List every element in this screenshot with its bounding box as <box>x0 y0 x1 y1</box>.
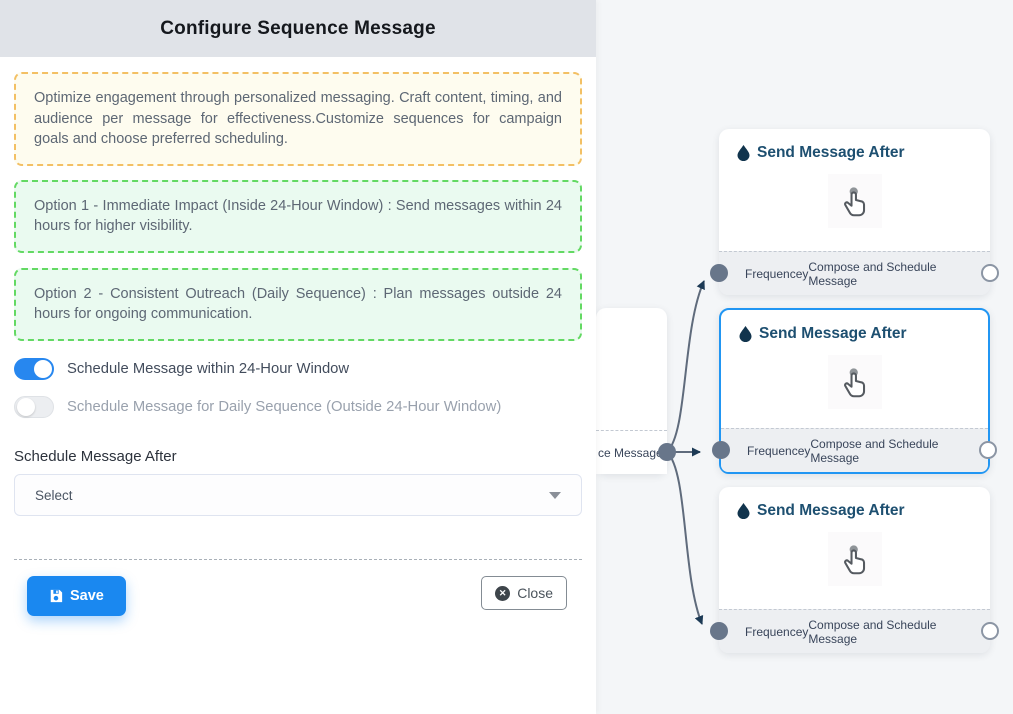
flow-node-send-message-2[interactable]: Send Message After Frequencey Compose an… <box>712 308 997 474</box>
node-input-handle[interactable] <box>710 264 728 282</box>
node-output-handle[interactable] <box>981 622 999 640</box>
droplet-icon <box>737 503 750 519</box>
node-title: Send Message After <box>757 144 905 161</box>
toggle-within-24h[interactable] <box>14 358 54 381</box>
node-title-row: Send Message After <box>721 310 988 343</box>
footer-frequency-label[interactable]: Frequencey <box>745 624 809 639</box>
node-footer: Frequencey Compose and Schedule Message <box>719 251 990 295</box>
node-title: Send Message After <box>757 502 905 519</box>
info-note: Optimize engagement through personalized… <box>14 72 582 166</box>
node-output-handle[interactable] <box>979 441 997 459</box>
footer-frequency-label[interactable]: Frequencey <box>747 443 811 458</box>
source-footer-label: ce Message <box>598 445 663 460</box>
footer-compose-label[interactable]: Compose and Schedule Message <box>810 436 939 465</box>
option-1-text: Option 1 - Immediate Impact (Inside 24-H… <box>34 197 562 235</box>
node-footer: Frequencey Compose and Schedule Message <box>721 428 988 472</box>
node-title-row: Send Message After <box>719 129 990 162</box>
option-2-text: Option 2 - Consistent Outreach (Daily Se… <box>34 285 562 323</box>
edge-source-to-node1 <box>666 280 705 453</box>
tap-hand-icon <box>843 368 865 398</box>
save-button-label: Save <box>70 588 104 605</box>
page-title: Configure Sequence Message <box>160 17 436 39</box>
close-button-label: Close <box>517 585 553 602</box>
save-button[interactable]: Save <box>27 576 126 617</box>
hand-box[interactable] <box>827 174 882 228</box>
select-value: Select <box>35 487 73 503</box>
node-output-handle[interactable] <box>981 264 999 282</box>
save-icon <box>50 589 63 603</box>
tap-hand-icon <box>843 545 865 575</box>
close-button[interactable]: ✕ Close <box>481 576 567 611</box>
toggle-within-24h-label: Schedule Message within 24-Hour Window <box>67 361 350 378</box>
toggle-row-within-24h: Schedule Message within 24-Hour Window <box>14 357 582 381</box>
toggle-daily-sequence-label: Schedule Message for Daily Sequence (Out… <box>67 399 502 416</box>
toggle-daily-sequence[interactable] <box>14 396 54 419</box>
configure-sequence-panel: Configure Sequence Message Optimize enga… <box>0 0 596 714</box>
info-note-text: Optimize engagement through personalized… <box>34 90 562 148</box>
source-output-handle[interactable] <box>658 443 676 461</box>
flow-canvas[interactable]: ce Message Send Message After Frequencey… <box>596 0 1013 714</box>
option-2-note: Option 2 - Consistent Outreach (Daily Se… <box>14 267 582 342</box>
footer-frequency-label[interactable]: Frequencey <box>745 266 809 281</box>
node-input-handle[interactable] <box>710 622 728 640</box>
hand-box[interactable] <box>827 532 882 586</box>
edge-source-to-node3 <box>666 451 704 625</box>
node-title: Send Message After <box>759 325 907 342</box>
toggle-knob <box>17 398 35 417</box>
panel-body: Optimize engagement through personalized… <box>0 57 596 617</box>
source-node-footer: ce Message <box>596 430 667 474</box>
panel-actions: Save ✕ Close <box>14 560 582 617</box>
flow-node-send-message-3[interactable]: Send Message After Frequencey Compose an… <box>710 487 999 653</box>
flow-node-send-message-1[interactable]: Send Message After Frequencey Compose an… <box>710 129 999 295</box>
panel-header: Configure Sequence Message <box>0 0 596 57</box>
schedule-after-select[interactable]: Select <box>14 474 582 517</box>
divider <box>14 559 582 561</box>
chevron-down-icon <box>549 491 561 499</box>
node-input-handle[interactable] <box>712 441 730 459</box>
toggle-row-daily-sequence: Schedule Message for Daily Sequence (Out… <box>14 395 582 419</box>
footer-compose-label[interactable]: Compose and Schedule Message <box>808 259 937 288</box>
footer-compose-label[interactable]: Compose and Schedule Message <box>808 617 937 646</box>
schedule-after-label: Schedule Message After <box>14 448 177 466</box>
droplet-icon <box>739 326 752 342</box>
droplet-icon <box>737 145 750 161</box>
node-footer: Frequencey Compose and Schedule Message <box>719 609 990 653</box>
hand-box[interactable] <box>827 355 882 409</box>
tap-hand-icon <box>843 187 865 217</box>
option-1-note: Option 1 - Immediate Impact (Inside 24-H… <box>14 179 582 253</box>
close-icon: ✕ <box>495 585 511 601</box>
node-title-row: Send Message After <box>719 487 990 520</box>
toggle-knob <box>34 360 52 379</box>
flow-node-source[interactable]: ce Message <box>596 308 676 474</box>
